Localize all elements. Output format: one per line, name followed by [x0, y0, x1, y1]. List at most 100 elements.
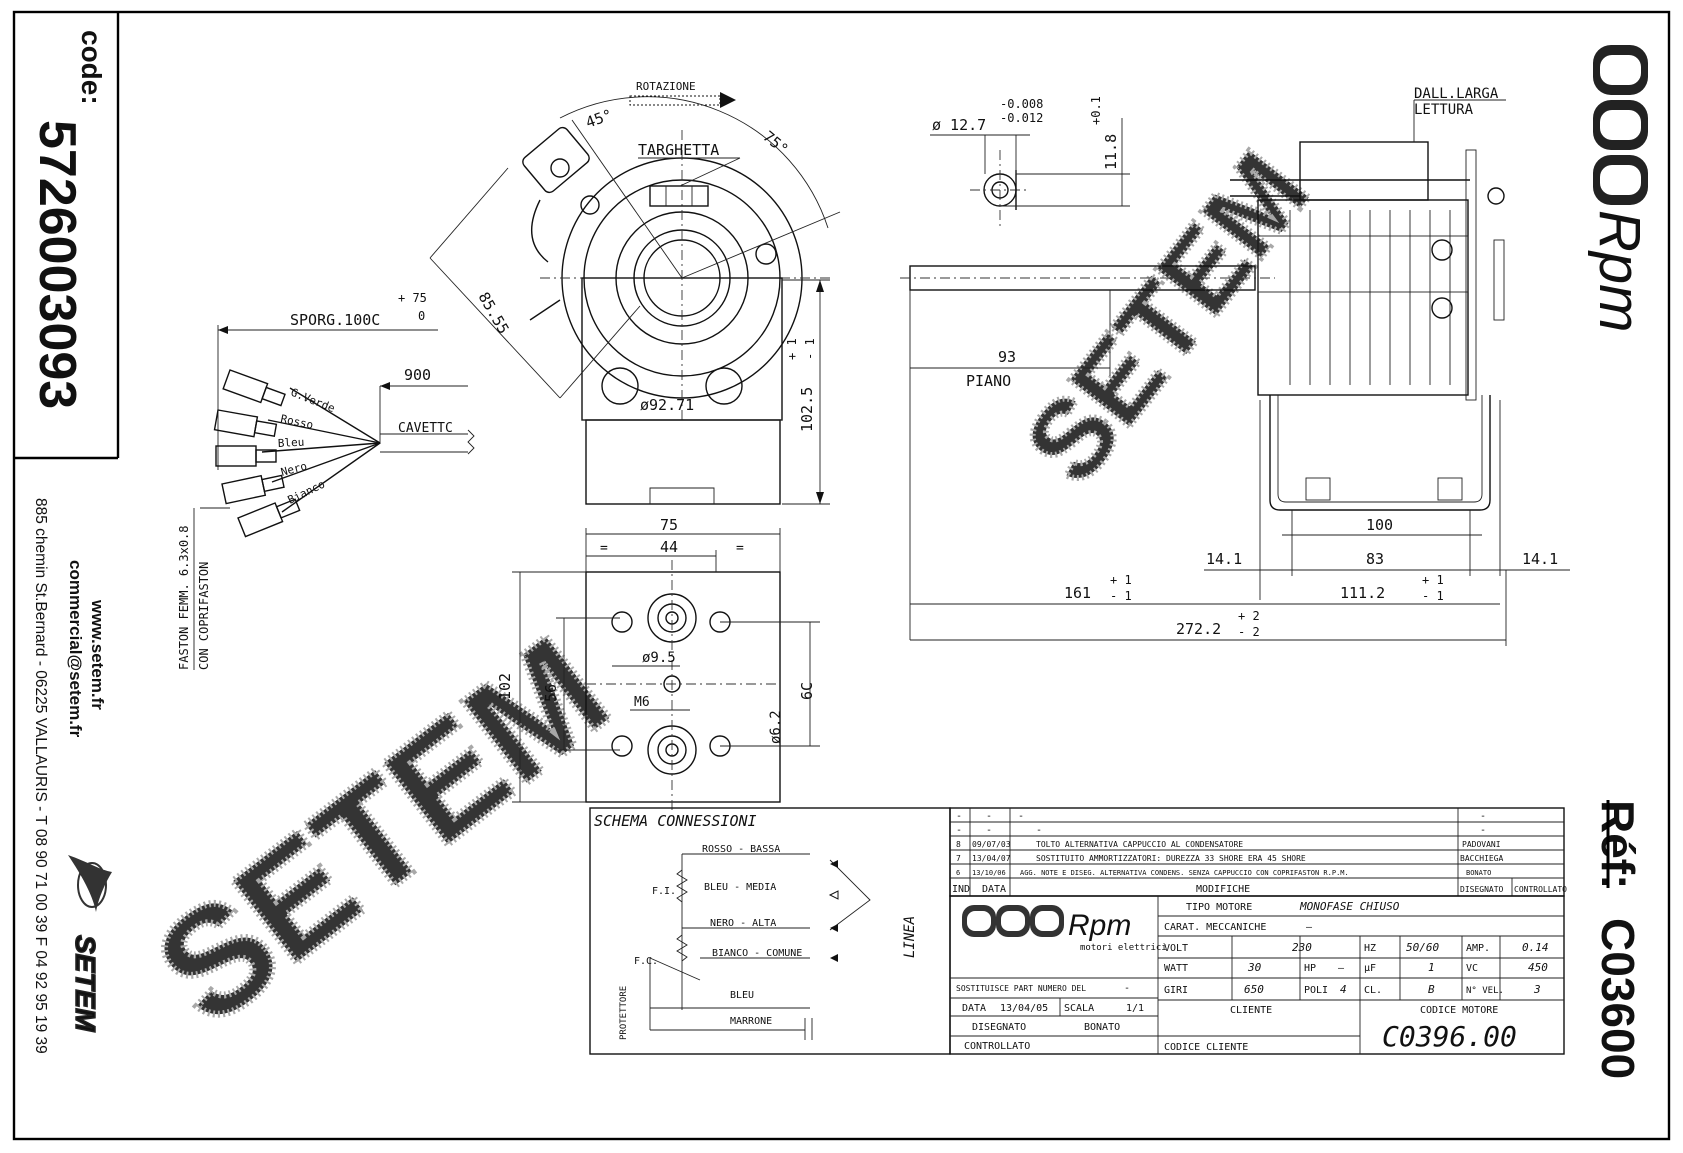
mod-head-data: DATA	[982, 884, 1006, 895]
wire-label-verde: G.Verde	[289, 386, 337, 415]
watermark-text-2: SETEM	[1002, 130, 1332, 504]
scala-value: 1/1	[1126, 1003, 1144, 1014]
wire-label-bleu: Bleu	[277, 436, 304, 450]
len-900: 900	[404, 366, 431, 384]
mod-ind: 7	[956, 854, 961, 863]
title-logo-sub: motori elettrici	[1080, 943, 1167, 953]
poli-value: 4	[1340, 983, 1347, 996]
mod-date: -	[986, 811, 992, 822]
mod-head-ind: IND	[952, 884, 970, 895]
mod-row: - - - -	[956, 811, 1486, 822]
connection-schema: SCHEMA CONNESSIONI ROSSO - BASSA BLEU - …	[589, 807, 951, 1055]
mod-desc: -	[1018, 811, 1024, 822]
contact-block: www.setem.fr commercial@setem.fr 885 che…	[32, 498, 107, 1054]
schema-marrone: MARRONE	[730, 1016, 772, 1027]
mod-ind: -	[956, 825, 962, 836]
wire-bundle	[261, 387, 381, 513]
front-view: 45° 75° ROTAZIONE TARGHETTA 85.55 ø92.71…	[429, 80, 841, 505]
schema-title: SCHEMA CONNESSIONI	[594, 812, 757, 830]
carat-value: —	[1306, 922, 1313, 933]
schema-bianco: BIANCO - COMUNE	[712, 948, 802, 959]
mod-desc: AGG. NOTE E DISEG. ALTERNATIVA CONDENS. …	[1020, 869, 1349, 877]
shaft-flat: 11.8	[1102, 134, 1120, 170]
uf-value: 1	[1428, 961, 1435, 974]
front-tol-plus: + 1	[785, 338, 799, 360]
rpm-logo-top: Rpm	[1587, 45, 1652, 332]
mod-ind: 6	[956, 869, 960, 877]
dim-44: 44	[660, 538, 678, 556]
angle-45: 45°	[583, 106, 615, 132]
tipo-motore-value: MONOFASE CHIUSO	[1299, 900, 1400, 913]
mod-row: - - - -	[956, 825, 1486, 836]
disegnato-value: BONATO	[1084, 1022, 1120, 1033]
title-block: Rpm motori elettrici TIPO MOTORE MONOFAS…	[949, 895, 1565, 1055]
reference-block: Réf: C03600	[1592, 800, 1644, 1079]
mod-row: 7 13/04/07 SOSTITUITO AMMORTIZZATORI: DU…	[956, 854, 1504, 863]
schema-wiring	[649, 853, 871, 1040]
piano-label: PIANO	[966, 372, 1011, 390]
dall-larga-1: DALL.LARGA	[1414, 86, 1499, 102]
wire-label-rosso: Rosso	[279, 412, 314, 432]
tol-272-plus: + 2	[1238, 609, 1260, 623]
dim-14-1-left: 14.1	[1206, 550, 1242, 568]
rpm-logo-text: Rpm	[1587, 210, 1652, 332]
cable-gland	[522, 126, 777, 321]
mod-ind: -	[956, 811, 962, 822]
hp-value: —	[1338, 963, 1345, 974]
dim-102-5: 102.5	[798, 387, 816, 432]
eq-mark-1: =	[600, 541, 608, 556]
code-value: 5726003093	[28, 120, 86, 409]
shaft-detail: ø 12.7 -0.008 -0.012 11.8 +0.1	[930, 96, 1130, 228]
tol-161-plus: + 1	[1110, 573, 1132, 587]
tol-161-minus: - 1	[1110, 589, 1132, 603]
setem-brand-logo: SETEM	[68, 855, 112, 1033]
cl-label: CL.	[1364, 985, 1382, 996]
shaft-tol-b: -0.012	[1000, 111, 1043, 125]
sporg-tol-plus: + 75	[398, 291, 427, 305]
schema-bleu-media: BLEU - MEDIA	[704, 882, 776, 893]
codice-motore-label: CODICE MOTORE	[1420, 1005, 1498, 1016]
carat-label: CARAT. MECCANICHE	[1164, 922, 1266, 933]
angle-75: 75°	[759, 127, 791, 158]
dim-100: 100	[1366, 516, 1393, 534]
cavetto-label: CAVETTC	[398, 421, 453, 436]
dim-56: 56	[542, 684, 560, 702]
targhetta-label: TARGHETTA	[638, 141, 719, 159]
dim-6-2: ø6.2	[768, 710, 784, 744]
shaft-flat-tol: +0.1	[1089, 96, 1103, 125]
schema-bleu: BLEU	[730, 990, 754, 1001]
mod-row: 6 13/10/06 AGG. NOTE E DISEG. ALTERNATIV…	[956, 869, 1491, 877]
mod-by: -	[1480, 811, 1486, 822]
dall-larga-2: LETTURA	[1414, 102, 1474, 118]
sostituisce-label: SOSTITUISCE PART NUMERO DEL	[956, 984, 1086, 993]
cliente-label: CLIENTE	[1230, 1005, 1272, 1016]
code-block: code: 5726003093	[28, 30, 107, 409]
sheet-border	[12, 10, 1671, 1141]
website-link[interactable]: www.setem.fr	[88, 599, 107, 710]
mod-head-controllato: CONTROLLATO	[1514, 885, 1567, 894]
shaft-dia: ø 12.7	[932, 116, 986, 134]
scala-label: SCALA	[1064, 1003, 1094, 1014]
dim-14-1-right: 14.1	[1522, 550, 1558, 568]
mod-head-modifiche: MODIFICHE	[1196, 884, 1250, 895]
front-tol-minus: - 1	[803, 338, 817, 360]
mod-desc: SOSTITUITO AMMORTIZZATORI: DUREZZA 33 SH…	[1036, 854, 1306, 863]
email-link[interactable]: commercial@setem.fr	[66, 560, 85, 738]
mod-desc: TOLTO ALTERNATIVA CAPPUCCIO AL CONDENSAT…	[1036, 840, 1243, 849]
winding-fins	[1257, 210, 1469, 385]
vel-value: 3	[1533, 983, 1541, 996]
schema-nero: NERO - ALTA	[710, 918, 776, 929]
dim-9-5: ø9.5	[642, 650, 676, 666]
mod-date: -	[986, 825, 992, 836]
mod-ind: 8	[956, 840, 961, 849]
hz-label: HZ	[1364, 943, 1376, 954]
schema-rosso: ROSSO - BASSA	[702, 844, 780, 855]
data-value: 13/04/05	[1000, 1003, 1048, 1014]
side-view: DALL.LARGA LETTURA 93 PIANO 100 14.1 83 …	[900, 86, 1570, 646]
modifications-table: - - - - - - - - 8 09/07/03 TOLTO ALTERNA…	[949, 807, 1567, 897]
dim-272-2: 272.2	[1176, 620, 1221, 638]
dim-85-55: 85.55	[475, 289, 513, 337]
rotazione-label: ROTAZIONE	[636, 80, 696, 93]
tol-111-minus: - 1	[1422, 589, 1444, 603]
